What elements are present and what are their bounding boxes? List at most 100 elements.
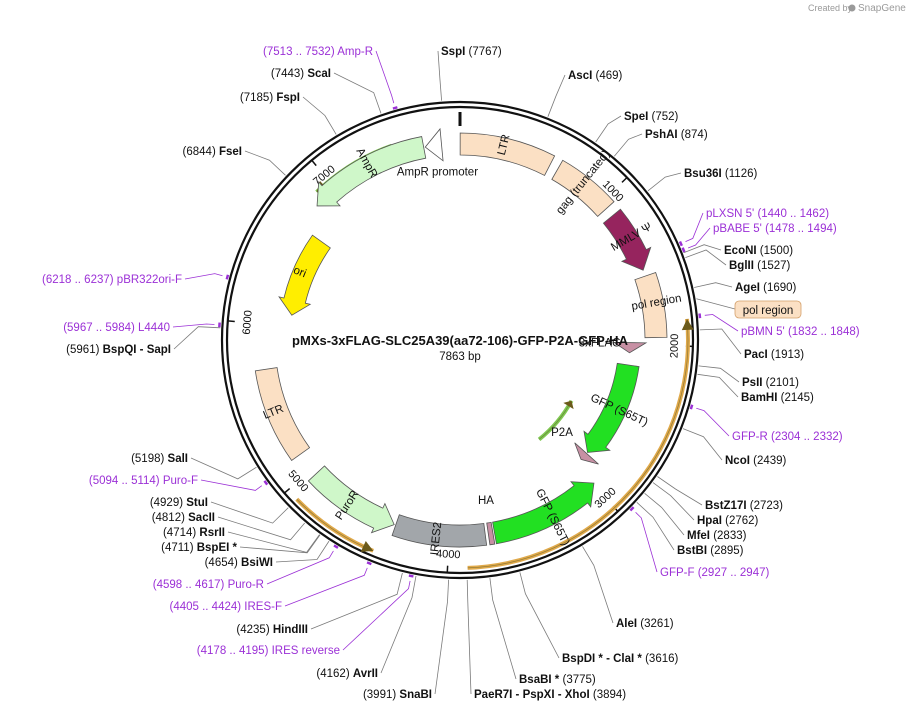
site-bstbi[interactable]: BstBI (2895) xyxy=(677,545,744,557)
primer-position: (1440 .. 1462) xyxy=(757,208,829,220)
enzyme-position: (2101) xyxy=(766,377,799,389)
site-hindiii[interactable]: (4235) HindIII xyxy=(236,624,308,636)
site-leader-line xyxy=(697,373,739,398)
site-bsu36i[interactable]: Bsu36I (1126) xyxy=(684,168,757,180)
enzyme-name: AgeI xyxy=(735,282,760,294)
feature-puror[interactable] xyxy=(307,465,395,534)
site-rsrii[interactable]: (4714) RsrII xyxy=(163,527,225,539)
site-bsiwi[interactable]: (4654) BsiWI xyxy=(205,557,273,569)
site-avrii[interactable]: (4162) AvrII xyxy=(316,668,378,680)
primer-position: (1478 .. 1494) xyxy=(765,223,837,235)
primer-ires-f[interactable]: (4405 .. 4424) IRES-F xyxy=(169,601,282,613)
site-asci[interactable]: AscI (469) xyxy=(568,70,623,82)
feature-ltr[interactable] xyxy=(459,132,556,176)
feature-ampr-promoter[interactable] xyxy=(424,127,444,162)
primer-leader-line xyxy=(635,512,658,573)
site-hpai[interactable]: HpaI (2762) xyxy=(697,515,759,527)
enzyme-position: (2145) xyxy=(781,392,814,404)
site-leader-line xyxy=(489,578,517,680)
site-bamhi[interactable]: BamHI (2145) xyxy=(741,392,814,404)
site-bspqi-sapi[interactable]: (5961) BspQI - SapI xyxy=(66,344,171,356)
site-stui[interactable]: (4929) StuI xyxy=(150,497,208,509)
feature-3xflag[interactable] xyxy=(612,341,648,354)
site-bspei[interactable]: (4711) BspEI * xyxy=(161,542,237,554)
primer-pbmn-5[interactable]: pBMN 5' (1832 .. 1848) xyxy=(741,326,860,338)
primer-puro-r[interactable]: (4598 .. 4617) Puro-R xyxy=(153,579,264,591)
pol-region-tag[interactable]: pol region xyxy=(734,300,802,319)
site-spei[interactable]: SpeI (752) xyxy=(624,111,679,123)
enzyme-position: (4162) xyxy=(316,668,349,680)
site-alei[interactable]: AleI (3261) xyxy=(616,618,674,630)
site-paci[interactable]: PacI (1913) xyxy=(744,349,804,361)
site-agei[interactable]: AgeI (1690) xyxy=(735,282,797,294)
feature-ampr[interactable] xyxy=(316,136,427,207)
site-econi[interactable]: EcoNI (1500) xyxy=(724,245,793,257)
site-fspi[interactable]: (7185) FspI xyxy=(240,92,300,104)
primer-position: (1832 .. 1848) xyxy=(788,326,860,338)
primer-plxsn-5[interactable]: pLXSN 5' (1440 .. 1462) xyxy=(706,208,829,220)
enzyme-position: (1126) xyxy=(725,168,758,180)
site-sspi[interactable]: SspI (7767) xyxy=(441,46,502,58)
feature-p2a[interactable] xyxy=(574,442,599,465)
feature-pol-region[interactable] xyxy=(634,271,668,339)
site-leader-line xyxy=(275,540,330,563)
feature-gag-truncated[interactable] xyxy=(551,159,615,217)
site-leader-line xyxy=(519,572,560,659)
feature-ires2[interactable] xyxy=(391,514,488,548)
enzyme-name: BsaBI * xyxy=(519,674,560,686)
site-pshai[interactable]: PshAI (874) xyxy=(645,129,708,141)
feature-gfp-s65t[interactable] xyxy=(492,481,595,545)
primer-ires-reverse[interactable]: (4178 .. 4195) IRES reverse xyxy=(197,645,340,657)
site-sali[interactable]: (5198) SalI xyxy=(131,453,188,465)
primer-name: pBABE 5' xyxy=(713,223,762,235)
enzyme-position: (4654) xyxy=(205,557,238,569)
enzyme-position: (4711) xyxy=(161,542,194,554)
feature-mmlv[interactable] xyxy=(602,208,652,271)
site-bsabi[interactable]: BsaBI * (3775) xyxy=(519,674,596,686)
site-ncoi[interactable]: NcoI (2439) xyxy=(725,455,787,467)
leader-lines xyxy=(172,50,742,695)
feature-label-p2a: P2A xyxy=(551,427,573,439)
primer-puro-f[interactable]: (5094 .. 5114) Puro-F xyxy=(89,475,198,487)
feature-ha[interactable] xyxy=(486,521,496,546)
site-bspdi-clai[interactable]: BspDI * - ClaI * (3616) xyxy=(562,653,679,665)
feature-gfp-s65t[interactable] xyxy=(583,362,640,453)
enzyme-name: BamHI xyxy=(741,392,777,404)
site-leader-line xyxy=(380,575,417,674)
primer-amp-r[interactable]: (7513 .. 7532) Amp-R xyxy=(263,46,373,58)
primer-pbr322ori-f[interactable]: (6218 .. 6237) pBR322ori-F xyxy=(42,274,182,286)
enzyme-name: Bsu36I xyxy=(684,168,722,180)
feature-ori[interactable] xyxy=(278,234,331,316)
site-bstz17i[interactable]: BstZ17I (2723) xyxy=(705,500,783,512)
enzyme-position: (874) xyxy=(681,129,708,141)
primer-name: Amp-R xyxy=(337,46,373,58)
tick-mark xyxy=(621,176,628,183)
primer-gfp-r[interactable]: GFP-R (2304 .. 2332) xyxy=(732,431,843,443)
primer-name: GFP-R xyxy=(732,431,768,443)
site-bglii[interactable]: BglII (1527) xyxy=(729,260,791,272)
site-snabi[interactable]: (3991) SnaBI xyxy=(363,689,432,701)
primer-name: pBMN 5' xyxy=(741,326,785,338)
primer-gfp-f[interactable]: GFP-F (2927 .. 2947) xyxy=(660,567,769,579)
site-leader-line xyxy=(683,244,722,254)
primer-leader-line xyxy=(184,273,223,280)
site-scai[interactable]: (7443) ScaI xyxy=(271,68,331,80)
site-psii[interactable]: PsII (2101) xyxy=(742,377,799,389)
enzyme-position: (2762) xyxy=(725,515,758,527)
enzyme-name: BstBI xyxy=(677,545,707,557)
site-fsei[interactable]: (6844) FseI xyxy=(183,146,242,158)
site-leader-line xyxy=(685,249,727,266)
site-mfei[interactable]: MfeI (2833) xyxy=(687,530,747,542)
feature-ltr[interactable] xyxy=(254,367,311,462)
primer-name: Puro-R xyxy=(228,579,264,591)
enzyme-position: (1527) xyxy=(757,260,790,272)
site-leader-line xyxy=(302,96,337,135)
primer-position: (4405 .. 4424) xyxy=(169,601,241,613)
site-sacii[interactable]: (4812) SacII xyxy=(152,512,215,524)
backbone-outer-circle xyxy=(220,100,700,580)
site-paer7i-pspxi-xhoi[interactable]: PaeR7I - PspXI - XhoI (3894) xyxy=(474,689,626,701)
enzyme-position: (469) xyxy=(596,70,623,82)
primer-pbabe-5[interactable]: pBABE 5' (1478 .. 1494) xyxy=(713,223,837,235)
primer-l4440[interactable]: (5967 .. 5984) L4440 xyxy=(63,322,170,334)
